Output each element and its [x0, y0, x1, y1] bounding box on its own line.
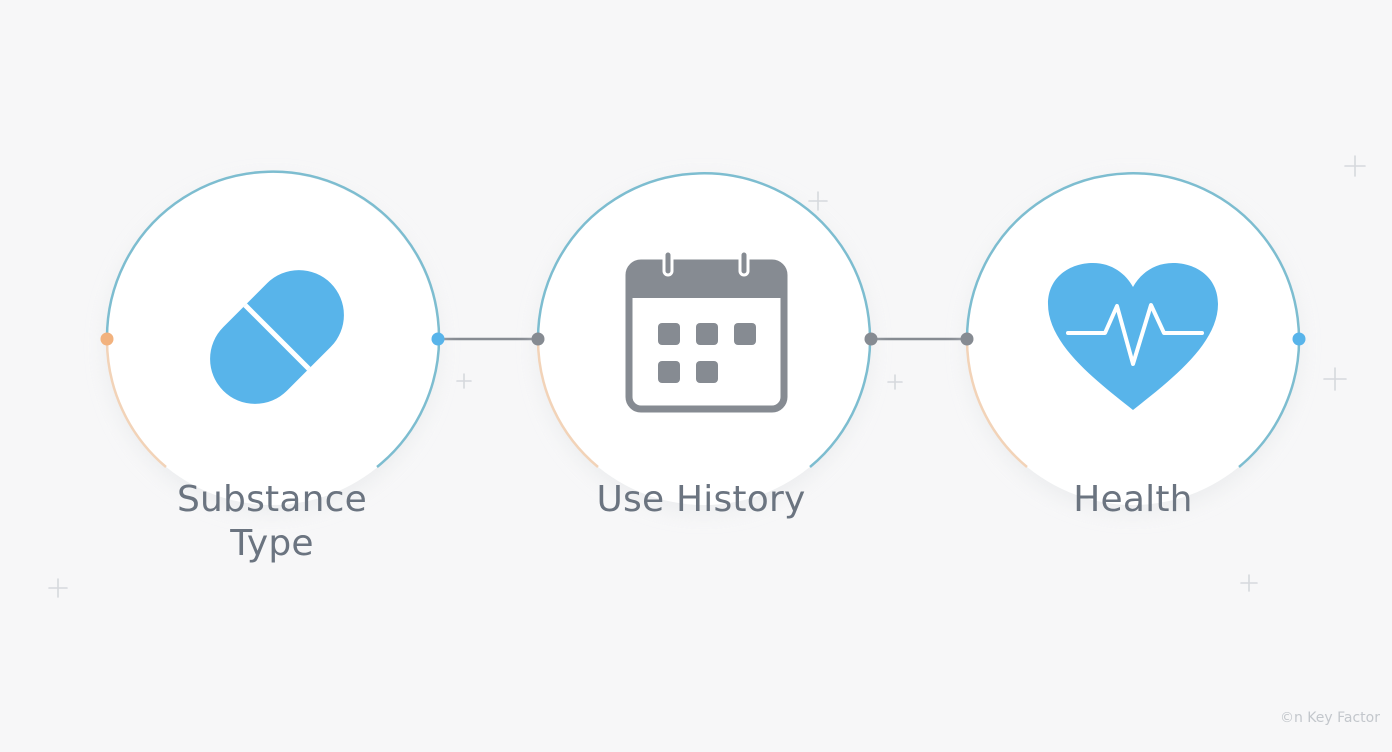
label-line: Substance: [176, 479, 367, 520]
label-line: Health: [1073, 479, 1193, 520]
pill-capsule-icon: [210, 270, 344, 404]
sparkle-icon: [456, 373, 472, 389]
node-health: [960, 172, 1306, 512]
node-use-history: [531, 172, 878, 512]
sparkle-icon: [808, 191, 828, 211]
label-line: Use History: [596, 479, 806, 520]
watermark: ©n Key Factor: [1279, 710, 1380, 726]
label-line: Type: [230, 523, 314, 564]
connector-dot: [1292, 332, 1306, 346]
connector-dot: [531, 332, 545, 346]
connector-dot: [100, 332, 114, 346]
node-substance-type: [100, 170, 445, 512]
sparkle-decorations: [48, 155, 1366, 598]
connector-dot: [960, 332, 974, 346]
sparkle-icon: [1323, 367, 1347, 391]
node-label-use-history: Use History: [541, 478, 861, 522]
node-label-health: Health: [973, 478, 1293, 522]
sparkle-icon: [48, 578, 68, 598]
sparkle-icon: [1344, 155, 1366, 177]
sparkle-icon: [1240, 574, 1258, 592]
connector-dot: [431, 332, 445, 346]
calendar-icon: [625, 249, 788, 413]
node-label-substance-type: Substance Type: [112, 478, 432, 566]
heart-pulse-icon: [1048, 263, 1218, 410]
connector-dot: [864, 332, 878, 346]
sparkle-icon: [887, 374, 903, 390]
